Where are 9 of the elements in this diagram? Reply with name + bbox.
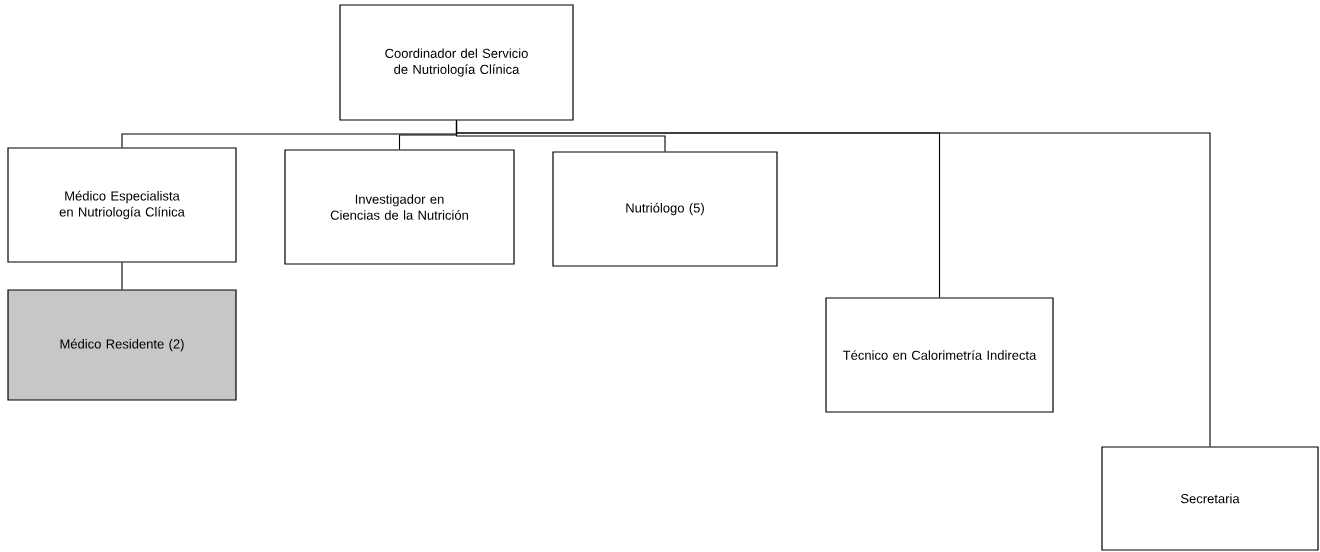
connector-line [121, 262, 123, 290]
position-box: Coordinador del Servicio de Nutriología Clínica [339, 4, 574, 121]
connector-line [455, 120, 1211, 447]
position-box: Técnico en Calorimetría Indirecta [825, 297, 1054, 413]
position-box: Nutriólogo (5) [552, 151, 778, 267]
position-box: Secretaria [1101, 446, 1319, 551]
position-box: Médico Residente (2) [7, 289, 237, 401]
position-box: Investigador en Ciencias de la Nutrición [284, 149, 515, 265]
position-box: Médico Especialista en Nutriología Clínica [7, 147, 237, 263]
